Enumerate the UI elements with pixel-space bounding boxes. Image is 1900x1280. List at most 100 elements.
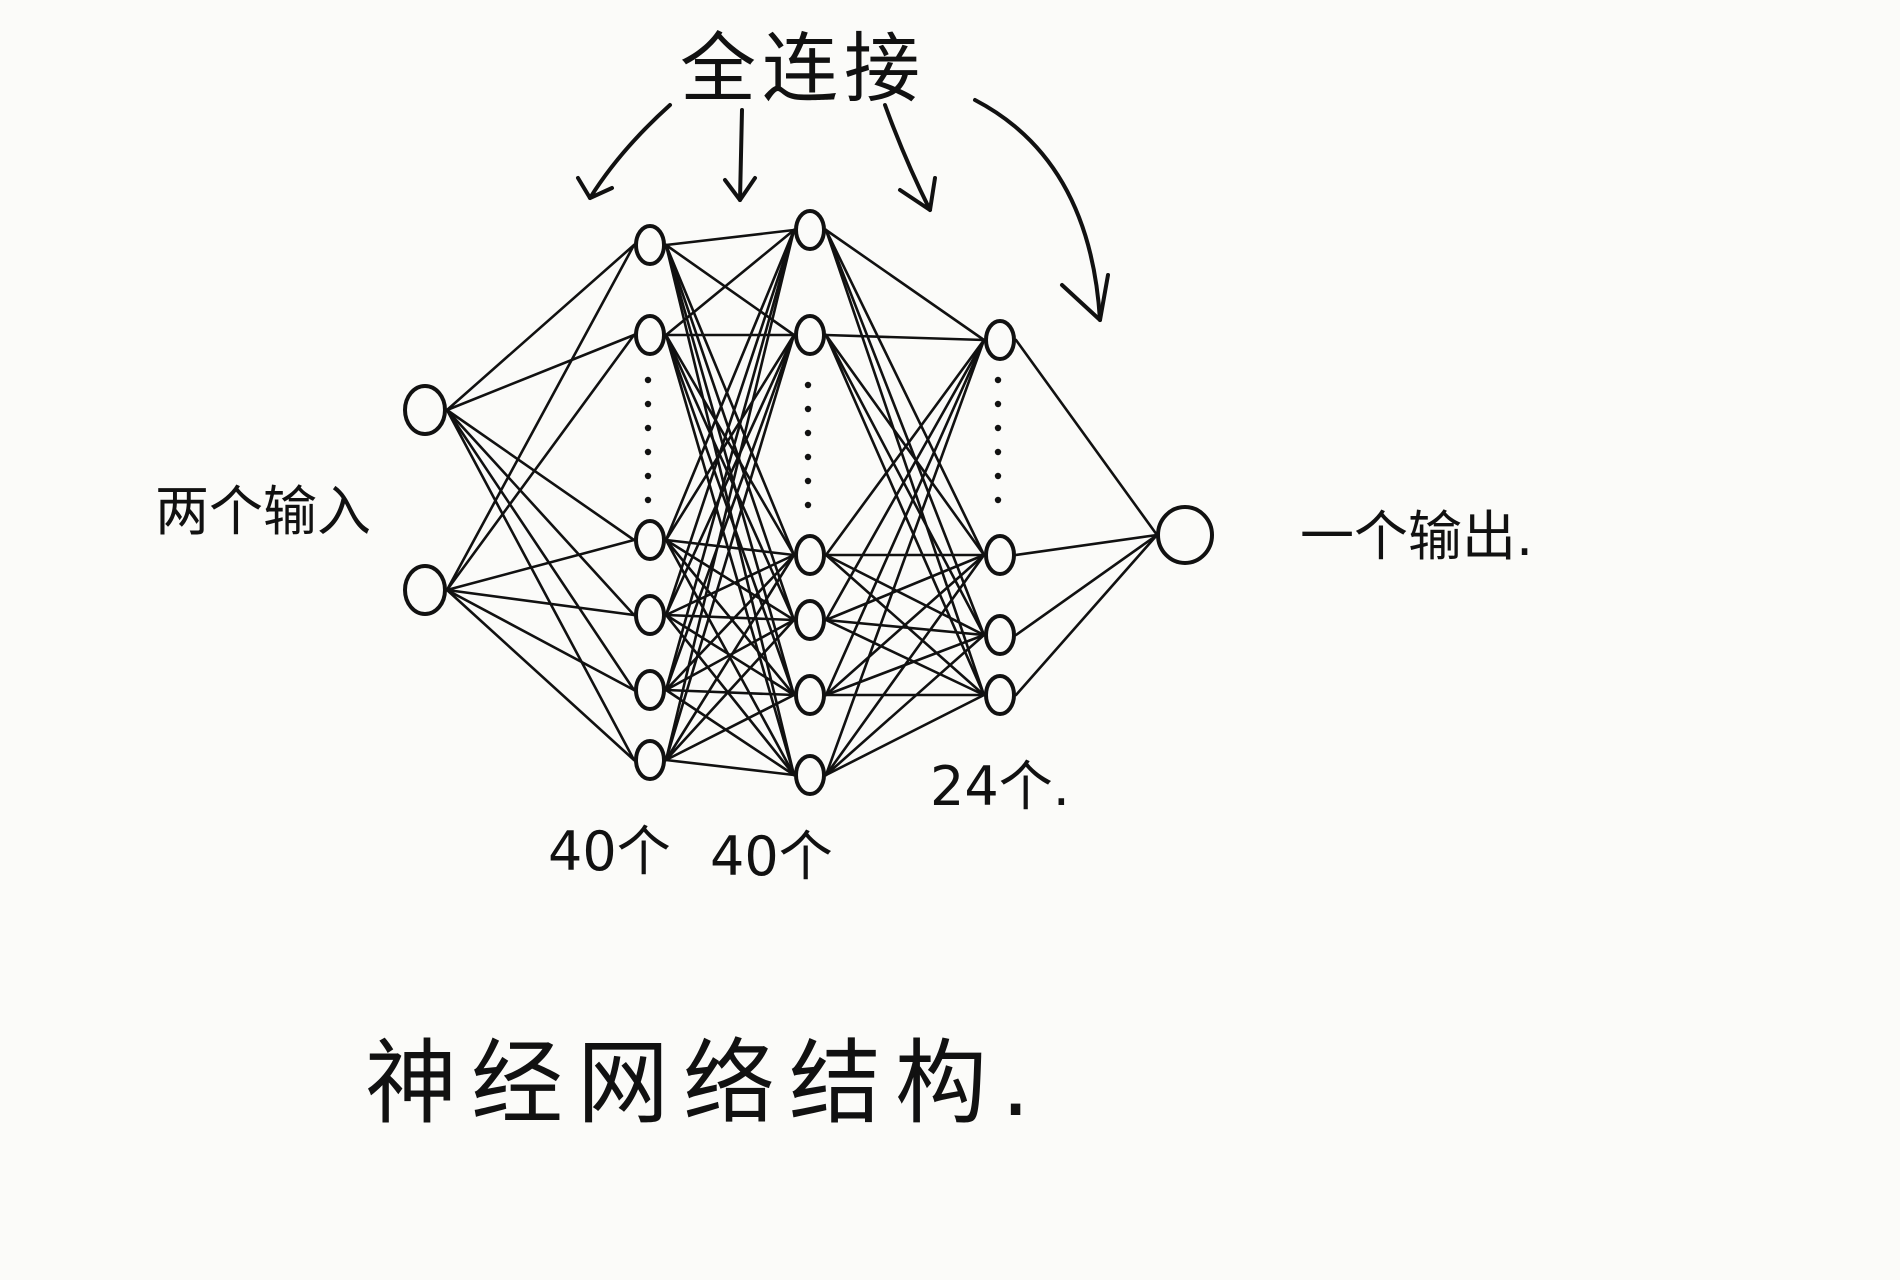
- hidden-node-l1-1: [634, 314, 666, 356]
- layer1-count: 40个: [548, 820, 671, 883]
- arrow-2-head: [723, 176, 757, 202]
- edge-l1-1-l2-0: [664, 228, 796, 337]
- edge-l0-0-l1-2: [445, 408, 636, 542]
- hidden-node-l1-2: [634, 519, 666, 561]
- edge-l1-5-l2-0: [664, 228, 796, 762]
- edge-l3-3-l4-0: [1014, 533, 1159, 697]
- edge-l1-5-l2-5: [664, 758, 796, 777]
- hidden-node-l3-2: [984, 614, 1016, 656]
- edge-l1-3-l2-5: [664, 613, 796, 777]
- ellipsis-dot-l2-5: [804, 501, 812, 509]
- edge-l2-5-l3-3: [824, 693, 986, 777]
- hidden-node-l2-3: [794, 599, 826, 641]
- edge-l1-4-l2-5: [664, 688, 796, 777]
- edge-l2-1-l3-2: [824, 333, 986, 637]
- ellipsis-dot-l3-3: [994, 448, 1002, 456]
- edge-l2-1-l3-0: [824, 333, 986, 342]
- ellipsis-dot-l1-5: [644, 496, 652, 504]
- ellipsis-dot-l1-4: [644, 472, 652, 480]
- arrows: [576, 98, 1110, 322]
- ellipsis-dot-l1-0: [644, 376, 652, 384]
- edge-l1-3-l2-0: [664, 228, 796, 617]
- edge-l2-5-l3-2: [824, 633, 986, 777]
- edge-l3-1-l4-0: [1014, 533, 1159, 557]
- edge-l0-1-l1-0: [445, 243, 636, 592]
- hidden-node-l3-1: [984, 534, 1016, 576]
- edge-l2-0-l3-1: [824, 228, 986, 557]
- edge-l2-5-l3-0: [824, 338, 986, 777]
- input-label: 两个输入: [155, 480, 371, 543]
- edge-l1-5-l2-2: [664, 553, 796, 762]
- edge-l1-0-l2-3: [664, 243, 796, 622]
- ellipsis-dot-l2-3: [804, 453, 812, 461]
- edge-l0-1-l1-5: [445, 588, 636, 762]
- edge-l0-1-l1-4: [445, 588, 636, 692]
- hidden-node-l2-4: [794, 674, 826, 716]
- edge-l2-4-l3-0: [824, 338, 986, 697]
- edge-l1-5-l2-3: [664, 618, 796, 762]
- edge-l2-3-l3-1: [824, 553, 986, 622]
- edge-l2-3-l3-0: [824, 338, 986, 622]
- edge-l1-5-l2-4: [664, 693, 796, 762]
- ellipsis-dot-l3-1: [994, 400, 1002, 408]
- edge-l0-0-l1-4: [445, 408, 636, 692]
- hidden-node-l1-3: [634, 594, 666, 636]
- output-node-l4-0: [1156, 505, 1214, 565]
- hidden-node-l2-5: [794, 754, 826, 796]
- edge-l2-3-l3-3: [824, 618, 986, 697]
- input-node-l0-0: [403, 384, 447, 436]
- edge-l1-4-l2-0: [664, 228, 796, 692]
- ellipsis-dot-l1-2: [644, 424, 652, 432]
- edge-l2-1-l3-1: [824, 333, 986, 557]
- edge-l2-0-l3-0: [824, 228, 986, 342]
- hidden-node-l2-0: [794, 209, 826, 251]
- hidden-node-l2-2: [794, 534, 826, 576]
- ellipsis-dot-l3-0: [994, 376, 1002, 384]
- ellipsis-dot-l3-4: [994, 472, 1002, 480]
- hidden-node-l1-5: [634, 739, 666, 781]
- hidden-node-l3-0: [984, 319, 1016, 361]
- arrow-4-head: [1060, 273, 1110, 322]
- edge-l1-0-l2-0: [664, 228, 796, 247]
- arrow-3-head: [898, 176, 937, 212]
- edge-l2-0-l3-3: [824, 228, 986, 697]
- ellipsis-dot-l2-0: [804, 381, 812, 389]
- edge-l0-0-l1-0: [445, 243, 636, 412]
- edge-l0-0-l1-5: [445, 408, 636, 762]
- fully-connected-label: 全连接: [680, 24, 926, 113]
- ellipsis-dot-l1-1: [644, 400, 652, 408]
- layer3-count: 24个.: [930, 755, 1070, 818]
- edge-l2-0-l3-2: [824, 228, 986, 637]
- edge-l1-3-l2-2: [664, 553, 796, 617]
- arrow-1: [588, 103, 672, 200]
- ellipsis-dots: [644, 376, 1002, 509]
- edge-l2-4-l3-1: [824, 553, 986, 697]
- edge-l1-4-l2-1: [664, 333, 796, 692]
- output-label: 一个输出.: [1300, 505, 1533, 568]
- edge-l0-1-l1-3: [445, 588, 636, 617]
- ellipsis-dot-l1-3: [644, 448, 652, 456]
- edge-l3-2-l4-0: [1014, 533, 1159, 637]
- edge-l1-3-l2-1: [664, 333, 796, 617]
- edge-l1-1-l2-5: [664, 333, 796, 777]
- edge-l0-0-l1-1: [445, 333, 636, 412]
- edge-l0-1-l1-2: [445, 538, 636, 592]
- arrow-1-head: [576, 176, 614, 200]
- ellipsis-dot-l2-1: [804, 405, 812, 413]
- arrow-3: [883, 103, 932, 212]
- ellipsis-dot-l3-5: [994, 496, 1002, 504]
- ellipsis-dot-l2-2: [804, 429, 812, 437]
- ellipsis-dot-l2-4: [804, 477, 812, 485]
- input-node-l0-1: [403, 564, 447, 616]
- ellipsis-dot-l3-2: [994, 424, 1002, 432]
- hidden-node-l2-1: [794, 314, 826, 356]
- edge-l2-3-l3-2: [824, 618, 986, 637]
- edge-l0-1-l1-1: [445, 333, 636, 592]
- connections: [445, 228, 1159, 777]
- edge-l2-5-l3-1: [824, 553, 986, 777]
- edge-l0-0-l1-3: [445, 408, 636, 617]
- hidden-node-l3-3: [984, 674, 1016, 716]
- edge-l1-5-l2-1: [664, 333, 796, 762]
- arrow-2: [738, 108, 744, 202]
